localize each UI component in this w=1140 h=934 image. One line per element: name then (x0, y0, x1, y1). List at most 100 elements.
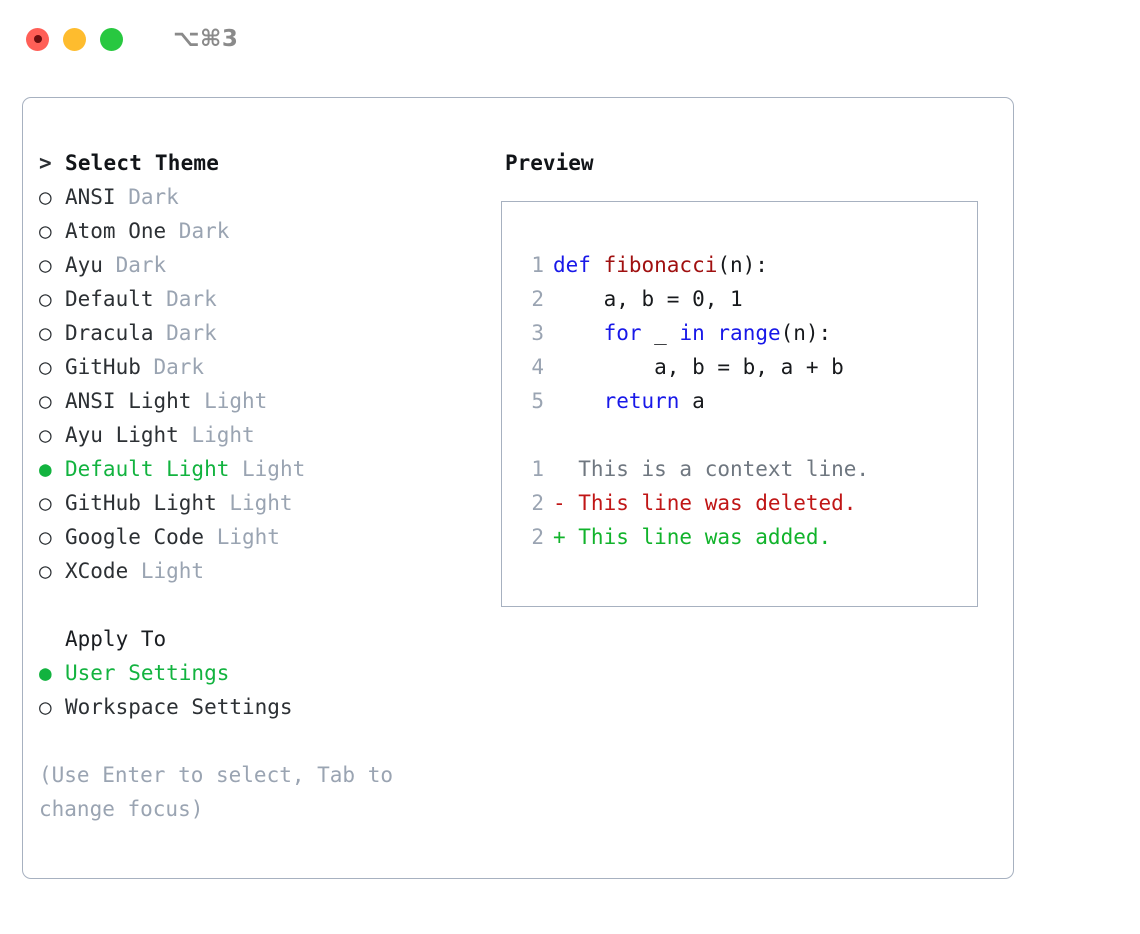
theme-name: Atom One (65, 219, 167, 243)
code-token: def (553, 253, 604, 277)
window-controls (26, 27, 123, 51)
section-spacer (39, 588, 485, 622)
theme-variant-badge: Dark (115, 185, 179, 209)
apply-to-item[interactable]: ○ Workspace Settings (39, 690, 485, 724)
theme-variant-badge: Light (204, 525, 280, 549)
theme-variant-badge: Dark (153, 321, 217, 345)
theme-variant-badge: Light (229, 457, 306, 481)
code-token (705, 321, 718, 345)
diff-line: 2 - This line was deleted. (518, 486, 977, 520)
keyboard-hint-text: (Use Enter to select, Tab to change focu… (39, 763, 394, 821)
theme-variant-badge: Light (178, 423, 255, 447)
line-number: 3 (531, 321, 544, 345)
theme-variant-badge: Light (191, 389, 268, 413)
theme-name: Google Code (65, 525, 205, 549)
maximize-button[interactable] (100, 27, 123, 51)
theme-variant-badge: Dark (140, 355, 205, 379)
theme-list-item[interactable]: ○ Ayu Light Light (39, 418, 485, 452)
theme-name: Default Light (65, 457, 230, 481)
diff-line: 2+ This line was added. (518, 520, 977, 554)
radio-unselected-icon: ○ (39, 253, 52, 277)
code-token: _ (641, 321, 680, 345)
main-panel: >Select Theme ○ANSI Dark○Atom One Dark○A… (22, 97, 1014, 879)
radio-unselected-icon: ○ (39, 287, 52, 311)
apply-to-name: Workspace Settings (65, 695, 293, 719)
apply-to-list[interactable]: ●User Settings ○ Workspace Settings (39, 656, 485, 724)
select-theme-header: >Select Theme (39, 146, 485, 180)
diff-text: + This line was added. (553, 525, 832, 549)
radio-selected-icon: ● (39, 457, 52, 481)
theme-name: XCode (65, 559, 129, 583)
code-token: for (603, 321, 642, 345)
radio-unselected-icon: ○ (39, 491, 52, 515)
theme-list-item[interactable]: ○ Ayu Dark (39, 248, 485, 282)
radio-unselected-icon: ○ (39, 355, 52, 379)
theme-variant-badge: Light (216, 491, 293, 515)
line-number: 1 (531, 253, 544, 277)
theme-variant-badge: Dark (166, 219, 230, 243)
minimize-button[interactable] (63, 27, 86, 51)
code-token: (n): (717, 253, 768, 277)
theme-name: ANSI (65, 185, 116, 209)
theme-list-item[interactable]: ○ Dracula Dark (39, 316, 485, 350)
code-line: 2 a, b = 0, 1 (518, 282, 977, 316)
theme-list-item[interactable]: ○ XCode Light (39, 554, 485, 588)
code-token: a (679, 389, 705, 413)
code-line: 3 for _ in range(n): (518, 316, 977, 350)
apply-to-name: User Settings (65, 661, 230, 685)
close-button[interactable] (26, 27, 49, 51)
code-token: (n): (780, 321, 832, 345)
theme-name: Ayu Light (65, 423, 179, 447)
line-number: 1 (531, 457, 544, 481)
line-number: 5 (531, 389, 544, 413)
line-number: 2 (531, 287, 544, 311)
apply-to-item[interactable]: ●User Settings (39, 656, 485, 690)
radio-unselected-icon: ○ (39, 321, 52, 345)
apply-to-label: Apply To (65, 627, 167, 651)
code-token: in (679, 321, 705, 345)
theme-list-item[interactable]: ○Google Code Light (39, 520, 485, 554)
theme-selection-column: >Select Theme ○ANSI Dark○Atom One Dark○A… (23, 146, 485, 878)
select-theme-title: Select Theme (65, 151, 220, 175)
radio-unselected-icon: ○ (39, 219, 52, 243)
theme-name: Default (65, 287, 154, 311)
line-number: 2 (531, 491, 544, 515)
theme-list-item[interactable]: ○ Atom One Dark (39, 214, 485, 248)
diff-sample: 1 This is a context line. 2 - This line wa… (518, 452, 977, 554)
diff-text: - This line was deleted. (553, 491, 857, 515)
theme-name: GitHub Light (65, 491, 217, 515)
theme-list-item[interactable]: ○ Default Dark (39, 282, 485, 316)
theme-variant-badge: Dark (102, 253, 167, 277)
code-token: a, b = 0, 1 (553, 287, 743, 311)
code-token (553, 389, 604, 413)
radio-unselected-icon: ○ (39, 185, 52, 209)
theme-list-item[interactable]: ○ GitHub Light Light (39, 486, 485, 520)
radio-unselected-icon: ○ (39, 559, 52, 583)
theme-list-item[interactable]: ○ GitHub Dark (39, 350, 485, 384)
title-bar: ⌥⌘3 (0, 0, 1140, 78)
theme-list-item[interactable]: ○ ANSI Dark (39, 180, 485, 214)
theme-variant-badge: Light (128, 559, 205, 583)
code-token: fibonacci (603, 253, 718, 277)
code-token: a, b = b, a + b (553, 355, 844, 379)
line-number: 4 (531, 355, 544, 379)
code-diff-gap (518, 418, 977, 452)
code-line: 4 a, b = b, a + b (518, 350, 977, 384)
radio-unselected-icon: ○ (39, 423, 52, 447)
diff-line: 1 This is a context line. (518, 452, 977, 486)
theme-name: GitHub (65, 355, 141, 379)
theme-list[interactable]: ○ ANSI Dark ○ Atom One Dark ○ Ayu Dark ○ Defaul… (39, 180, 485, 588)
theme-list-item[interactable]: ● Default Light Light (39, 452, 485, 486)
theme-name: Dracula (65, 321, 154, 345)
theme-list-item[interactable]: ○ANSI Light Light (39, 384, 485, 418)
radio-unselected-icon: ○ (39, 695, 52, 719)
theme-name: ANSI Light (65, 389, 192, 413)
theme-name: Ayu (65, 253, 103, 277)
code-token: range (717, 321, 781, 345)
theme-variant-badge: Dark (153, 287, 217, 311)
diff-text: This is a context line. (553, 457, 870, 481)
